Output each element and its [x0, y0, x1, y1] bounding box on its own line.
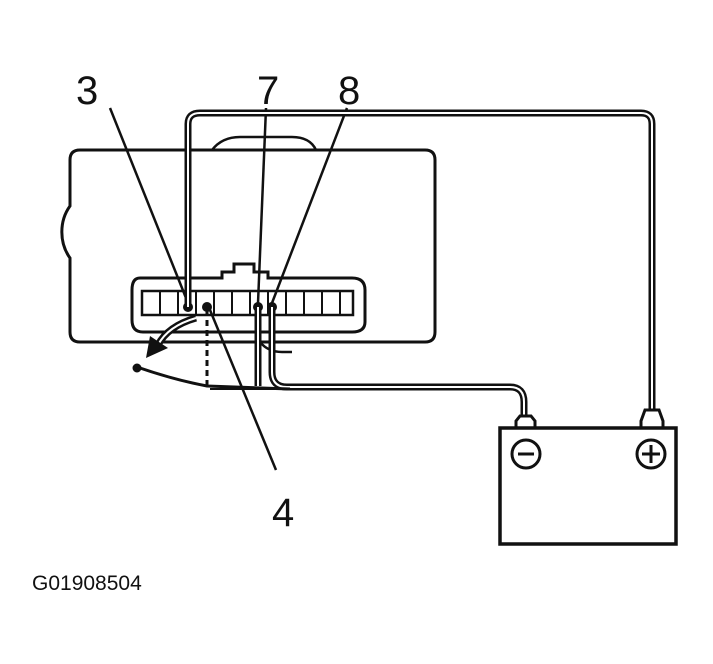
wire-negative-8	[268, 307, 528, 416]
battery-negative-terminal-icon	[510, 438, 542, 470]
plus-icon	[642, 445, 660, 463]
connection-arrow	[146, 314, 198, 358]
connector	[130, 262, 367, 334]
pin-label-8: 8	[338, 69, 360, 113]
pin-label-4: 4	[272, 491, 294, 535]
relay-body	[60, 135, 437, 354]
leader-lines	[108, 107, 349, 471]
terminal-4-probe	[202, 302, 212, 312]
pin-label-3: 3	[76, 69, 98, 113]
figure-code: G01908504	[32, 572, 142, 595]
battery-positive-terminal-icon	[635, 438, 667, 470]
battery	[498, 408, 678, 546]
connector-terminals	[159, 291, 341, 315]
pin-label-7: 7	[257, 69, 279, 113]
ground-lead	[132, 310, 291, 391]
